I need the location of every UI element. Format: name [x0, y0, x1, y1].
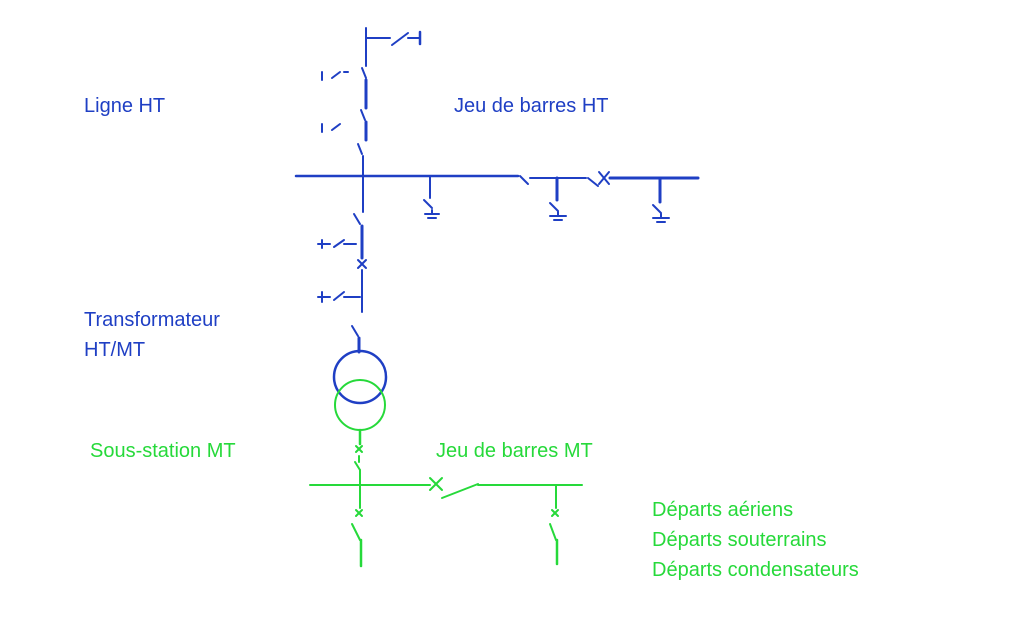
transformer-secondary-winding: [334, 379, 386, 431]
line-earthing-switch: [365, 27, 422, 47]
transformer-primary-winding: [332, 349, 388, 405]
label-ht-mt: HT/MT: [84, 339, 146, 361]
busbar-earth-switch-2: [549, 176, 567, 221]
line-side-earth-marks: [321, 71, 349, 133]
mt-feeder-1: [351, 484, 363, 568]
mt-incomer: [354, 428, 363, 485]
label-departs-souterrains: Départs souterrains: [652, 529, 827, 551]
mt-feeder-2: [549, 484, 559, 566]
ht-busbar: [294, 171, 700, 187]
label-ligne-ht: Ligne HT: [84, 95, 166, 117]
label-departs-aeriens: Départs aériens: [652, 499, 794, 521]
label-sous-station-mt: Sous-station MT: [90, 440, 236, 462]
ht-network: [294, 27, 700, 405]
feeder-earth-switches: [317, 239, 361, 303]
mt-busbar: [309, 477, 583, 499]
label-jeu-de-barres-ht: Jeu de barres HT: [454, 95, 609, 117]
busbar-earth-switch-3: [652, 176, 670, 223]
label-transformateur: Transformateur: [84, 309, 220, 331]
transformer-feeder: [351, 175, 367, 354]
label-jeu-de-barres-mt: Jeu de barres MT: [436, 440, 593, 462]
mt-network: [309, 379, 583, 568]
busbar-earth-switch-1: [423, 175, 440, 219]
label-departs-condensateurs: Départs condensateurs: [652, 559, 859, 581]
